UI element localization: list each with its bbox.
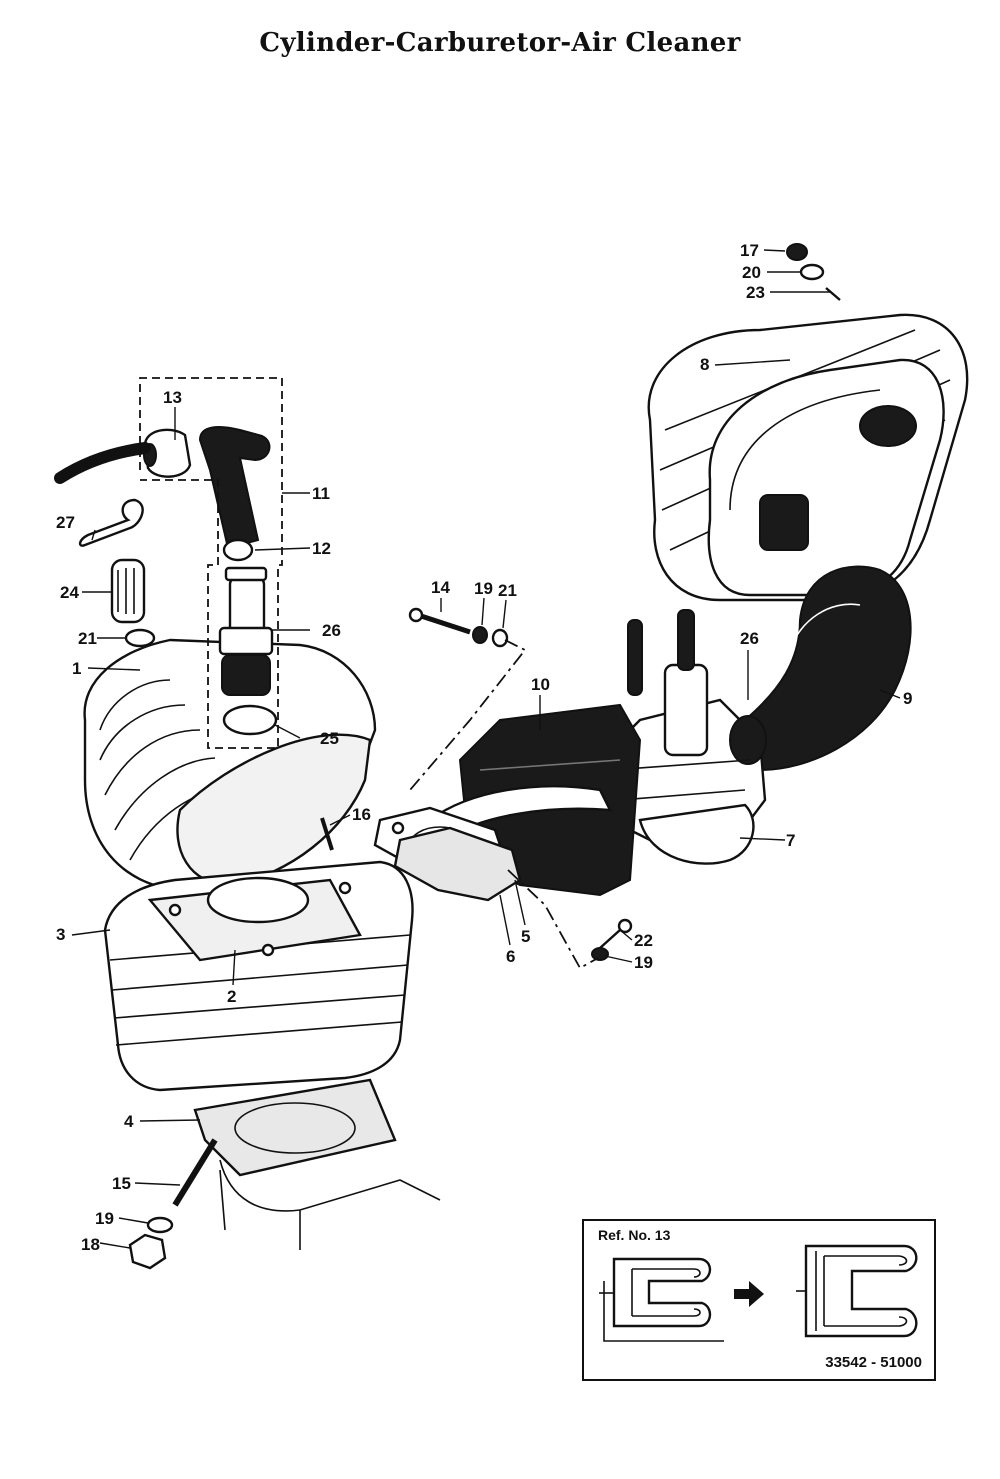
air-cleaner-element bbox=[647, 313, 969, 602]
inset-part-number: 33542 - 51000 bbox=[825, 1354, 922, 1371]
callout-9: 9 bbox=[903, 689, 912, 708]
callout-16: 16 bbox=[352, 805, 371, 824]
callout-21-upper: 21 bbox=[498, 581, 517, 600]
callout-11: 11 bbox=[312, 484, 330, 503]
callout-18: 18 bbox=[81, 1235, 100, 1254]
callout-6: 6 bbox=[506, 947, 515, 966]
manifold-gaskets bbox=[373, 806, 522, 902]
callout-15: 15 bbox=[112, 1174, 131, 1193]
callout-27: 27 bbox=[56, 513, 75, 532]
plug-assembly-outline bbox=[139, 377, 283, 749]
cleaner-bolt-stack bbox=[786, 243, 841, 301]
head-gasket-stud bbox=[320, 817, 334, 851]
callout-21-left: 21 bbox=[78, 629, 97, 648]
carburetor bbox=[598, 609, 767, 865]
callout-13: 13 bbox=[163, 388, 182, 407]
new-connector-icon bbox=[796, 1244, 918, 1338]
callout-8: 8 bbox=[700, 355, 709, 374]
plug-cover bbox=[110, 558, 146, 624]
cord-clip bbox=[78, 498, 144, 547]
callout-14: 14 bbox=[431, 578, 450, 597]
stud-washer bbox=[146, 1216, 174, 1234]
callout-5: 5 bbox=[521, 927, 530, 946]
cylinder-head bbox=[83, 638, 377, 892]
callout-19-lower-right: 19 bbox=[634, 953, 653, 972]
callout-10: 10 bbox=[531, 675, 550, 694]
stud-nut bbox=[128, 1233, 167, 1270]
plug-washer bbox=[124, 628, 156, 648]
callout-19-upper: 19 bbox=[474, 579, 493, 598]
inset-ref-label: Ref. No. 13 bbox=[598, 1227, 671, 1243]
intake-hose bbox=[743, 565, 912, 772]
base-gasket bbox=[193, 1078, 397, 1177]
callout-26-carb: 26 bbox=[740, 629, 759, 648]
lower-manifold-bolt bbox=[591, 918, 633, 961]
connector-change-illustration bbox=[599, 1244, 918, 1342]
callout-3: 3 bbox=[56, 925, 65, 944]
change-arrow-icon bbox=[734, 1281, 764, 1307]
cylinder-stud bbox=[172, 1138, 218, 1207]
leader-lines bbox=[71, 249, 901, 1249]
callout-26-plug: 26 bbox=[322, 621, 341, 640]
callout-7: 7 bbox=[786, 831, 795, 850]
callout-25: 25 bbox=[320, 729, 339, 748]
assembly-line-manifold bbox=[409, 639, 599, 970]
cylinder-block bbox=[103, 860, 414, 1092]
callout-17: 17 bbox=[740, 241, 759, 260]
ignition-cord bbox=[54, 442, 151, 484]
plug-cap bbox=[198, 426, 271, 562]
callout-1: 1 bbox=[72, 659, 81, 678]
callout-20: 20 bbox=[742, 263, 761, 282]
callout-23: 23 bbox=[746, 283, 765, 302]
ref-inset: Ref. No. 13 33542 - 51000 bbox=[582, 1219, 936, 1381]
page-title: Cylinder-Carburetor-Air Cleaner bbox=[259, 28, 741, 58]
callout-22: 22 bbox=[634, 931, 653, 950]
plug-connector bbox=[143, 428, 192, 478]
crankcase-outline bbox=[219, 1159, 441, 1250]
manifold-bolt bbox=[408, 607, 509, 648]
callout-2: 2 bbox=[227, 987, 236, 1006]
old-connector-icon bbox=[599, 1257, 724, 1342]
spark-plug bbox=[218, 566, 274, 656]
callout-12: 12 bbox=[312, 539, 331, 558]
callout-19-lower-left: 19 bbox=[95, 1209, 114, 1228]
callout-24: 24 bbox=[60, 583, 79, 602]
callout-4: 4 bbox=[124, 1112, 134, 1131]
